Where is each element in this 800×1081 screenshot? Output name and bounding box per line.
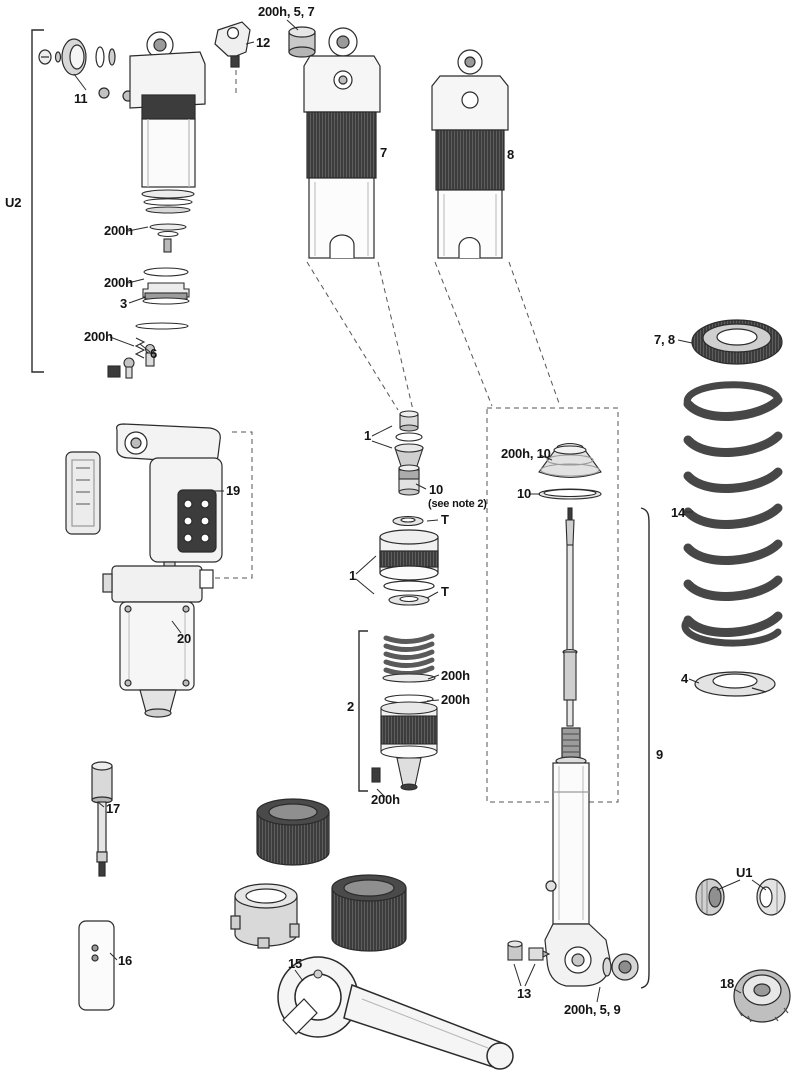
- fittings-13: [507, 940, 551, 961]
- cylinder-16: [78, 920, 115, 1011]
- callout-11: 11: [74, 91, 88, 106]
- callout-6: 6: [150, 346, 158, 361]
- damper-body-9: [544, 727, 611, 987]
- callout-12: 12: [256, 35, 271, 50]
- callout-200h-d: 200h: [441, 668, 470, 683]
- small-parts-group-6: [107, 322, 189, 379]
- dashed-projection-lines: [206, 70, 619, 803]
- u1-cap-left: [695, 878, 725, 916]
- callout-1-lower: 1: [349, 568, 357, 583]
- motor-unit-20: [102, 565, 214, 718]
- callout-200h-10: 200h, 10: [501, 446, 551, 461]
- callout-10-upper: 10: [429, 482, 444, 497]
- callout-t-lower: T: [441, 584, 449, 599]
- callout-9: 9: [656, 747, 664, 762]
- bushing-ring-dark-b: [331, 874, 407, 952]
- piston-can-1: [379, 529, 439, 592]
- callout-15: 15: [288, 956, 303, 971]
- callout-see-note-2: (see note 2): [428, 498, 487, 510]
- t-washer-upper: [392, 515, 424, 527]
- part-12-clamp: [214, 21, 251, 68]
- callout-200h-b: 200h: [104, 275, 133, 290]
- coil-spring-14: [681, 381, 783, 647]
- shock-body-7: [303, 27, 381, 259]
- top-cap-stack-1: [394, 410, 424, 467]
- callout-7-8: 7, 8: [654, 332, 675, 347]
- callout-17: 17: [106, 801, 121, 816]
- callout-8: 8: [507, 147, 515, 162]
- callout-7: 7: [380, 145, 388, 160]
- seal-head-group-3: [142, 267, 190, 305]
- spanner-wrench-15: [277, 956, 514, 1070]
- bushing-200h-5-7: [288, 26, 316, 58]
- washer-10: [538, 488, 602, 500]
- bushing-ring-dark-a: [256, 798, 330, 866]
- rebound-group-2: [371, 633, 438, 791]
- u2-bracket: [31, 29, 44, 373]
- part-11-air-valve-assembly: [38, 38, 134, 102]
- callout-13: 13: [517, 986, 532, 1001]
- fitting-10-see-note-2: [398, 464, 420, 496]
- u1-cap-right: [756, 878, 786, 916]
- callout-20: 20: [177, 631, 192, 646]
- group-2-bracket: [358, 630, 368, 792]
- remote-assembly-19: [65, 423, 223, 583]
- damper-shaft: [562, 507, 578, 727]
- callout-t-upper: T: [441, 512, 449, 527]
- t-washer-lower: [388, 594, 430, 606]
- callout-10-lower: 10: [517, 486, 532, 501]
- callout-200h-5-9: 200h, 5, 9: [564, 1002, 621, 1017]
- callout-200h-f: 200h: [371, 792, 400, 807]
- callout-200h-c: 200h: [84, 329, 113, 344]
- shock-body-8: [431, 49, 509, 259]
- callout-14: 14: [671, 505, 686, 520]
- leader-lines: [73, 19, 767, 1003]
- small-coil-spring: [383, 633, 435, 676]
- knurled-cap-18: [733, 969, 791, 1023]
- tool-17: [91, 761, 113, 877]
- callout-4: 4: [681, 671, 689, 686]
- callout-2: 2: [347, 699, 355, 714]
- callout-200h-a: 200h: [104, 223, 133, 238]
- bushing-ring-light: [230, 883, 300, 949]
- upper-shock-eyelet-body: [129, 31, 206, 188]
- spring-collar-7-8: [691, 319, 783, 365]
- seal-stack-200h-upper: [141, 189, 195, 253]
- spring-seat-4: [694, 671, 776, 697]
- callout-3: 3: [120, 296, 128, 311]
- callout-16: 16: [118, 953, 133, 968]
- callout-u2: U2: [5, 195, 22, 210]
- callout-200h-e: 200h: [441, 692, 470, 707]
- eyelet-spacer-200h-5-9: [602, 953, 639, 981]
- callout-u1: U1: [736, 865, 753, 880]
- callout-19: 19: [226, 483, 241, 498]
- callout-18: 18: [720, 976, 735, 991]
- bellows-cone-200h-10: [538, 442, 602, 478]
- callout-1-upper: 1: [364, 428, 372, 443]
- group-9-bracket: [640, 507, 650, 989]
- callout-200h-5-7: 200h, 5, 7: [258, 4, 315, 19]
